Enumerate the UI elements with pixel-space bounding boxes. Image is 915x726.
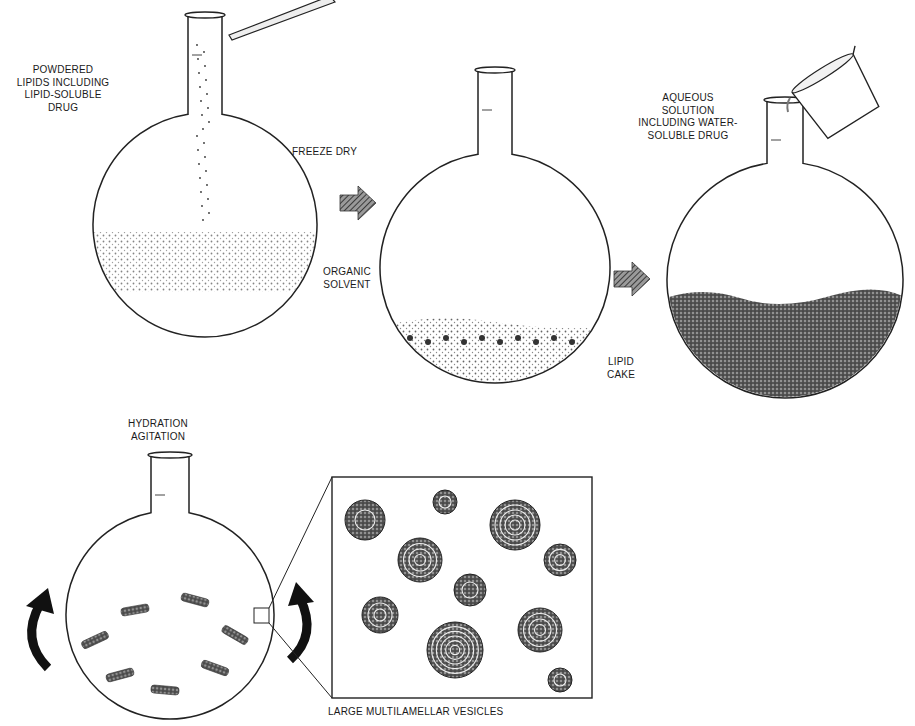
- lipid-fragments: [81, 593, 250, 696]
- step-label: LARGE MULTILAMELLAR VESICLES: [328, 706, 503, 719]
- process-arrow: [340, 186, 376, 220]
- step-label: LIPID CAKE: [598, 356, 644, 381]
- process-arrow: [614, 262, 650, 296]
- round-flask: [66, 452, 274, 719]
- beaker: [789, 46, 889, 142]
- pour-stream: [787, 98, 790, 112]
- magnified-inset: [254, 477, 592, 698]
- step-label: FREEZE DRY: [292, 146, 357, 159]
- step-label: POWDERED LIPIDS INCLUDING LIPID-SOLUBLE …: [16, 64, 110, 114]
- falling-powder: [196, 44, 210, 221]
- step-label: AQUEOUS SOLUTION INCLUDING WATER-SOLUBLE…: [638, 92, 738, 142]
- pipette: [229, 0, 335, 40]
- round-flask: [660, 97, 910, 400]
- step-label: ORGANIC SOLVENT: [316, 266, 378, 291]
- round-flask: [90, 12, 320, 337]
- round-flask: [375, 67, 615, 395]
- step-label: HYDRATION AGITATION: [112, 418, 204, 443]
